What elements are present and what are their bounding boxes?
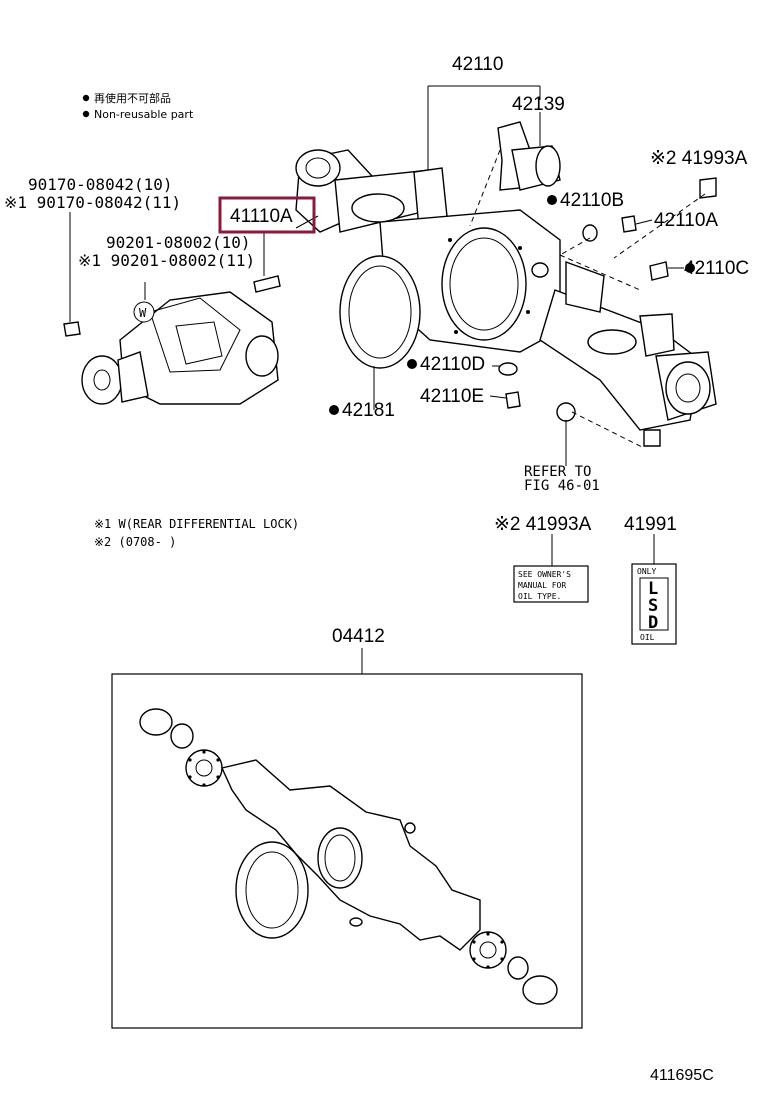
- non-reusable-bullet-icon: [547, 195, 557, 205]
- label-42181: 42181: [342, 400, 395, 421]
- label-90170-11: ※1 90170-08042(11): [4, 193, 181, 212]
- refer-line-2: FIG 46-01: [524, 478, 600, 494]
- gasket-42181-drawing: [339, 255, 421, 369]
- non-reusable-bullet-icon: [82, 110, 90, 118]
- label-04412: 04412: [332, 626, 385, 647]
- non-reusable-bullet-icon: [407, 359, 417, 369]
- lsd-bottom: OIL: [640, 633, 655, 642]
- highlight-box-41110a[interactable]: [218, 196, 316, 234]
- label-42110a-right: 42110A: [654, 210, 718, 231]
- lsd-l: L: [648, 579, 658, 599]
- label-42139: 42139: [512, 94, 565, 115]
- label-41991: 41991: [624, 514, 677, 535]
- label-41993a-mid: ※2 41993A: [494, 514, 592, 535]
- refer-line-1: REFER TO: [524, 464, 591, 480]
- label-42110: 42110: [452, 54, 503, 75]
- label-42110d: 42110D: [420, 354, 485, 375]
- note-1: ※1 W(REAR DIFFERENTIAL LOCK): [94, 517, 299, 531]
- lsd-d: D: [648, 613, 658, 633]
- axle-housing-drawing: [295, 149, 717, 447]
- tag-line-3: OIL TYPE.: [518, 592, 561, 601]
- diagram-code: 411695C: [650, 1067, 714, 1084]
- label-41110a[interactable]: 41110A: [230, 206, 293, 227]
- note-2: ※2 (0708- ): [94, 535, 176, 549]
- lsd-top: ONLY: [637, 567, 656, 576]
- label-42110c: 42110C: [684, 258, 749, 279]
- legend-jp: 再使用不可部品: [94, 91, 171, 105]
- label-90201-10: 90201-08002(10): [106, 233, 251, 252]
- non-reusable-bullet-icon: [685, 263, 695, 273]
- small-parts-drawing: [63, 177, 717, 422]
- gasket-kit-drawing: [139, 708, 558, 1005]
- lsd-oil-tag-icon: ONLY L S D OIL: [631, 563, 677, 645]
- differential-carrier-drawing: [81, 291, 279, 405]
- label-w: W: [139, 306, 147, 320]
- lsd-s: S: [648, 596, 658, 616]
- label-90201-11: ※1 90201-08002(11): [78, 251, 255, 270]
- non-reusable-bullet-icon: [82, 94, 90, 102]
- oil-type-tag-icon: SEE OWNER'S MANUAL FOR OIL TYPE.: [513, 565, 589, 603]
- label-42110e: 42110E: [420, 386, 484, 407]
- tag-line-2: MANUAL FOR: [518, 581, 566, 590]
- axle-cover-part-drawing: [497, 121, 561, 191]
- legend-en: Non-reusable part: [94, 108, 194, 121]
- tag-line-1: SEE OWNER'S: [518, 570, 571, 579]
- label-41993a-top: ※2 41993A: [650, 148, 748, 169]
- non-reusable-bullet-icon: [329, 405, 339, 415]
- label-90170-10: 90170-08042(10): [28, 175, 173, 194]
- leader-lines: [69, 85, 706, 674]
- label-42110b: 42110B: [560, 190, 624, 211]
- w-marker-icon: [133, 301, 155, 323]
